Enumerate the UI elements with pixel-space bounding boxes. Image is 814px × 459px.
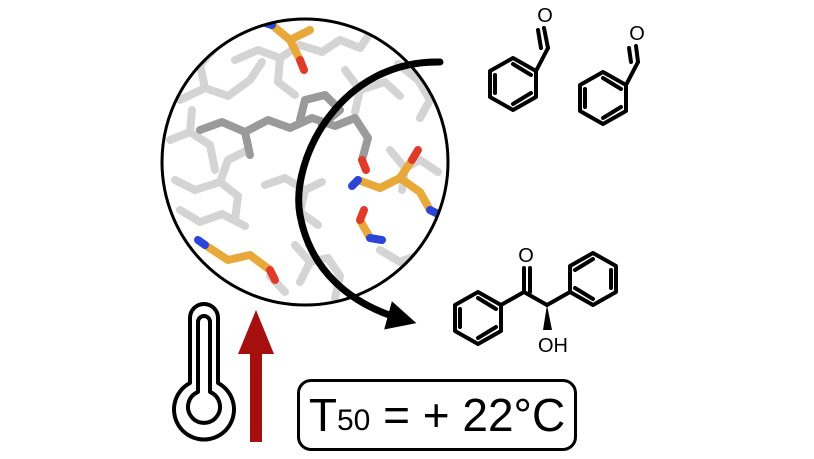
- product-hydroxyl-label: OH: [538, 335, 568, 357]
- reactant-2-oxygen-label: O: [629, 23, 645, 45]
- reactant-1-oxygen-label: O: [537, 5, 553, 27]
- temperature-up-arrow-icon: [238, 310, 274, 442]
- t50-value: = + 22°C: [370, 389, 566, 441]
- t50-symbol: T: [308, 389, 337, 441]
- benzaldehyde-molecule-2: [578, 44, 640, 126]
- enzyme-active-site-icon: [160, 17, 450, 307]
- benzoin-molecule: [453, 251, 618, 346]
- thermometer-icon: [172, 302, 236, 442]
- benzaldehyde-molecule-1: [488, 26, 550, 112]
- stereo-wedge-bond: [543, 305, 552, 330]
- t50-subscript: 50: [336, 404, 371, 437]
- product-oxygen-label: O: [518, 245, 534, 267]
- reaction-arrow: [295, 58, 444, 330]
